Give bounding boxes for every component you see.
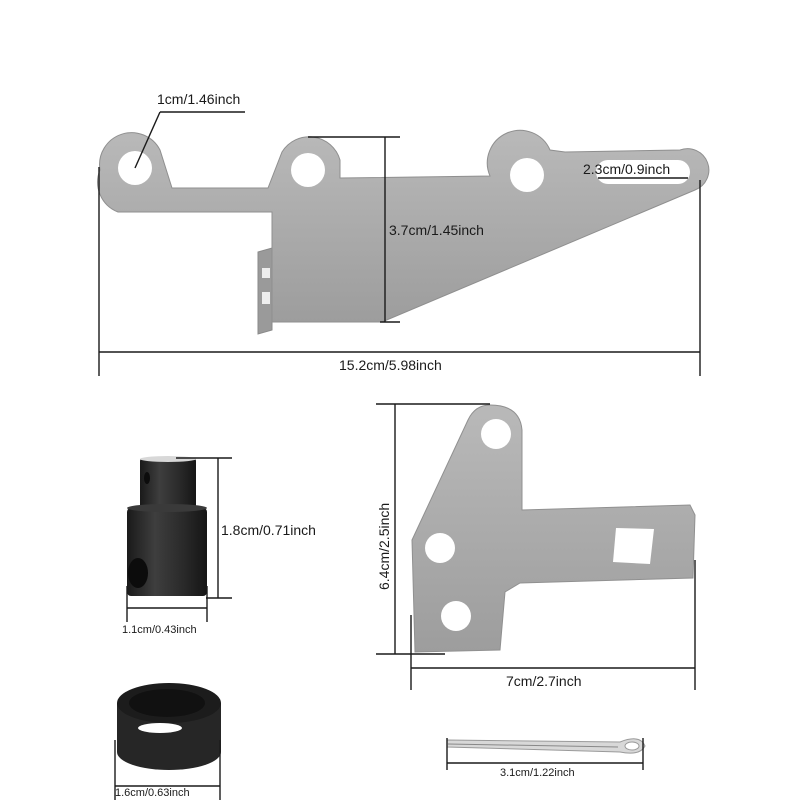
bushing-dimension-lines [126, 457, 232, 622]
bushing-diameter-label: 1.1cm/0.43inch [122, 624, 197, 636]
spacer-diameter-label: 1.6cm/0.63inch [115, 787, 190, 799]
bracket-tab [257, 247, 273, 335]
l-bracket-dimension-lines [376, 403, 696, 690]
bracket-height-label: 3.7cm/1.45inch [389, 222, 484, 238]
main-bracket-dimension-lines [98, 111, 701, 376]
spacer-ring [117, 683, 221, 770]
overall-length-label: 15.2cm/5.98inch [339, 357, 442, 373]
spacer-ring-dimension-lines [114, 740, 221, 800]
l-bracket-height-label: 6.4cm/2.5inch [376, 502, 392, 590]
cotter-pin [446, 738, 646, 754]
cotter-pin-dimension-lines [446, 738, 644, 770]
l-bracket-hole-3 [441, 601, 471, 631]
l-bracket-hole-1 [481, 419, 511, 449]
l-bracket-square-hole [613, 528, 654, 564]
l-bracket-width-label: 7cm/2.7inch [506, 673, 582, 689]
bushing-height-label: 1.8cm/0.71inch [221, 522, 316, 538]
l-bracket-hole-2 [425, 533, 455, 563]
l-bracket [411, 404, 696, 653]
slot-length-label: 2.3cm/0.9inch [583, 161, 671, 177]
bracket-hole-3 [510, 158, 544, 192]
hole-diameter-label: 1cm/1.46inch [157, 91, 241, 107]
cotter-pin-length-label: 3.1cm/1.22inch [500, 767, 575, 779]
bracket-hole-2 [291, 153, 325, 187]
shift-lever-bushing [127, 456, 207, 596]
